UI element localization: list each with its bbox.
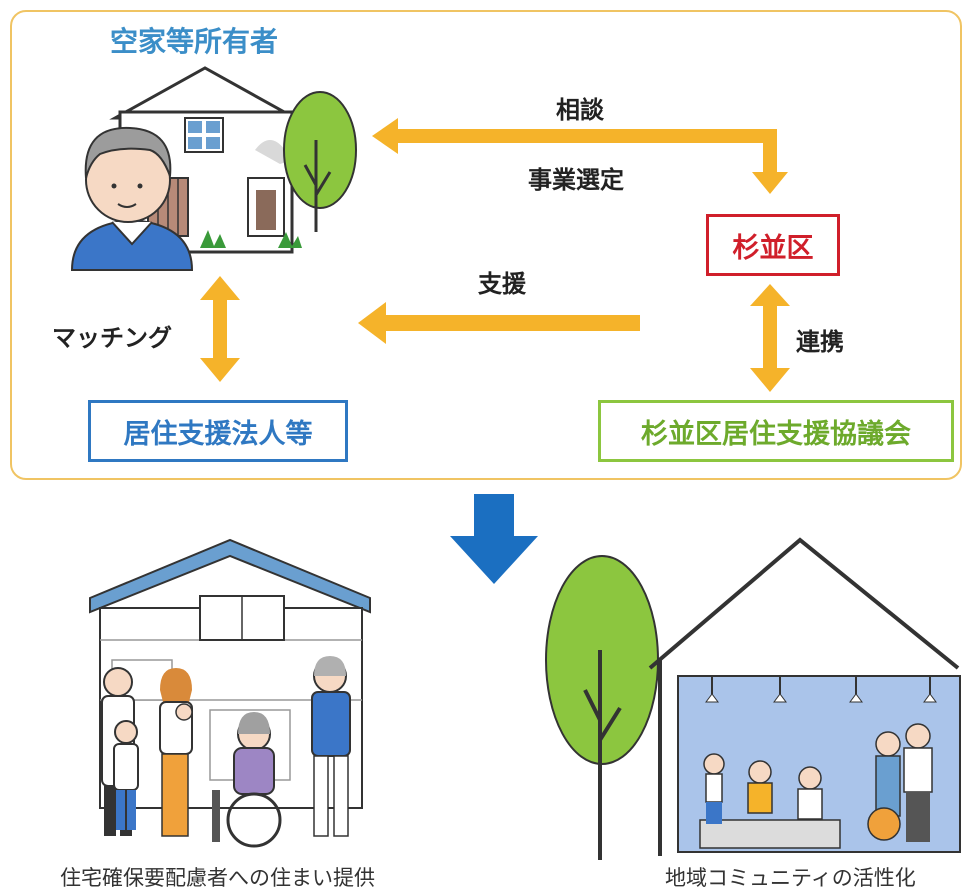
matching-label: マッチング bbox=[52, 324, 172, 352]
community-house-icon bbox=[545, 537, 961, 860]
housing-support-council-box: 杉並区居住支援協議会 bbox=[598, 400, 954, 462]
tree-icon bbox=[283, 91, 357, 232]
caption-community-revitalization: 地域コミュニティの活性化 bbox=[665, 866, 916, 890]
cooperation-label: 連携 bbox=[796, 328, 844, 356]
community-members bbox=[703, 723, 933, 842]
family-house-icon bbox=[89, 538, 371, 848]
support-label: 支援 bbox=[478, 270, 526, 298]
flow-panel bbox=[10, 10, 962, 480]
cooperation-arrow bbox=[750, 284, 790, 392]
matching-arrow bbox=[200, 276, 240, 382]
down-arrow-icon bbox=[450, 494, 538, 584]
support-arrow bbox=[358, 302, 640, 344]
family-members bbox=[101, 656, 351, 848]
selection-label: 事業選定 bbox=[528, 166, 624, 194]
owner-person-icon bbox=[70, 126, 194, 271]
housing-support-corp-box: 居住支援法人等 bbox=[88, 400, 348, 462]
suginami-box: 杉並区 bbox=[706, 214, 840, 276]
caption-housing-provision: 住宅確保要配慮者への住まい提供 bbox=[60, 866, 375, 890]
owner-title: 空家等所有者 bbox=[110, 25, 279, 58]
pendant-lamp-icon bbox=[705, 676, 937, 703]
consult-label: 相談 bbox=[556, 96, 604, 124]
consult-arrow bbox=[372, 118, 788, 194]
